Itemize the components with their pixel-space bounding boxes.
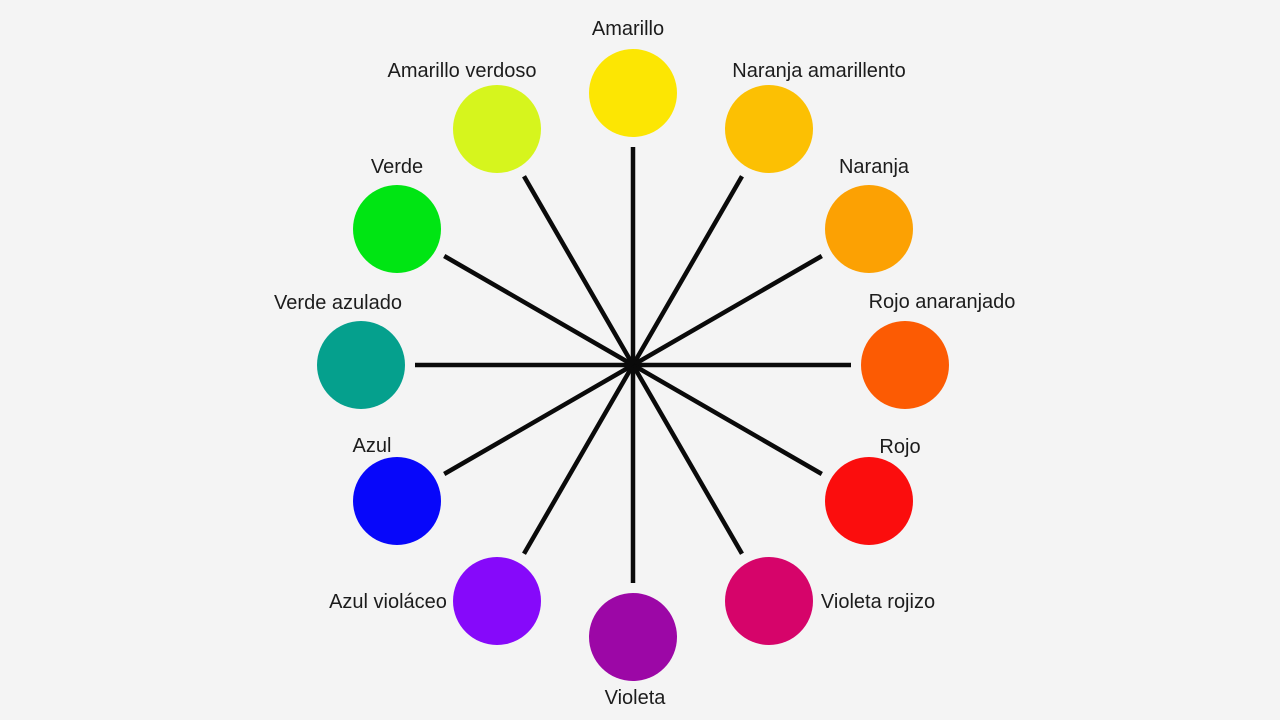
wheel-spoke [443, 254, 635, 367]
wheel-spoke [631, 363, 744, 555]
color-swatch-rojo-anaranjado [861, 321, 949, 409]
wheel-spoke [631, 175, 744, 367]
color-label-verde-azulado: Verde azulado [274, 292, 402, 314]
color-swatch-naranja-amarillento [725, 85, 813, 174]
color-label-verde: Verde [370, 156, 424, 178]
color-swatch-rojo [824, 457, 913, 545]
wheel-spoke [443, 363, 635, 476]
color-label-rojo-anaranjado: Rojo anaranjado [868, 291, 1016, 313]
color-swatch-azul-violaceo [453, 556, 541, 645]
color-swatch-violeta [589, 593, 677, 681]
color-label-azul: Azul [352, 435, 392, 457]
color-label-rojo: Rojo [879, 436, 921, 458]
color-swatch-naranja [824, 185, 913, 273]
color-label-amarillo: Amarillo [591, 18, 665, 40]
color-swatch-amarillo [589, 49, 677, 137]
color-label-violeta-rojizo: Violeta rojizo [820, 591, 936, 613]
wheel-spoke [631, 254, 823, 367]
color-swatch-azul [353, 457, 442, 545]
color-swatch-amarillo-verdoso [453, 85, 541, 174]
color-label-violeta: Violeta [604, 687, 666, 709]
wheel-spoke [522, 175, 635, 367]
color-label-naranja-amarillento: Naranja amarillento [732, 60, 906, 82]
color-label-naranja: Naranja [838, 156, 910, 178]
wheel-spoke [631, 363, 823, 476]
color-label-azul-violaceo: Azul violáceo [329, 591, 447, 613]
color-swatch-verde-azulado [317, 321, 405, 409]
wheel-spoke [522, 363, 635, 555]
color-label-amarillo-verdoso: Amarillo verdoso [387, 60, 537, 82]
color-swatch-verde [353, 185, 442, 273]
color-swatch-violeta-rojizo [725, 556, 813, 645]
